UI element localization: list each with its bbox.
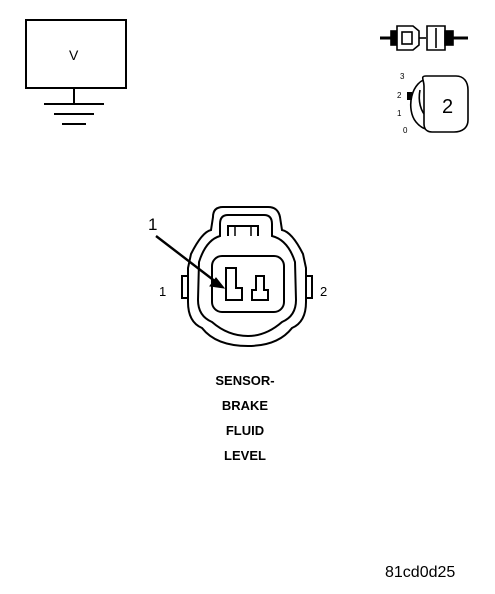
ground-box-label: V: [69, 47, 79, 63]
callout-number: 1: [148, 215, 158, 234]
pin-scale-3: 3: [400, 72, 405, 81]
terminal-2: [251, 275, 269, 301]
side-rib-left: [181, 275, 188, 299]
cavity-well: [211, 255, 285, 313]
latch-tab: [227, 225, 259, 236]
pin-view-icon: [407, 75, 469, 133]
caption-line-1: SENSOR-: [215, 373, 275, 388]
cavity-label-left: 1: [159, 284, 167, 299]
connector-face: [181, 206, 313, 348]
caption-line-3: FLUID: [225, 423, 265, 438]
component-caption: SENSOR- BRAKE FLUID LEVEL: [180, 368, 310, 468]
callout-arrow: [155, 235, 226, 289]
connector-shell-outer: [187, 206, 307, 348]
caption-line-2: BRAKE: [221, 398, 269, 413]
caption-line-4: LEVEL: [224, 448, 266, 463]
pin-scale-2: 2: [397, 91, 402, 100]
figure-id: 81cd0d25: [385, 564, 456, 581]
mated-connector-icon: [380, 25, 468, 51]
terminal-1: [225, 267, 243, 301]
cavity-label-right: 2: [320, 284, 328, 299]
pin-view-badge: 2: [442, 96, 454, 118]
pin-scale-0: 0: [403, 126, 408, 135]
pin-scale-1: 1: [397, 109, 402, 118]
ground-symbol: [25, 19, 127, 125]
ground-box: [25, 19, 127, 89]
side-rib-right: [306, 275, 313, 299]
connector-shell-inner: [196, 214, 298, 338]
